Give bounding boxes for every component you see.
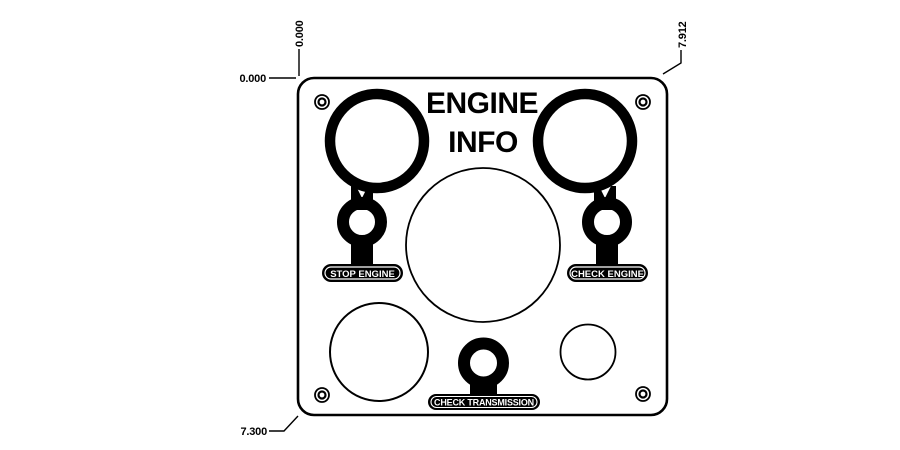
screw-inner-ring — [317, 390, 327, 400]
check-transmission-lamp-ring — [458, 337, 509, 389]
check-transmission-label-text: CHECK TRANSMISSION — [434, 398, 534, 408]
check-transmission-label-border — [430, 395, 538, 409]
check-engine-indicator — [582, 186, 632, 266]
stop-engine-lamp-ring — [337, 197, 387, 247]
dimension-panel-height: 7.300 — [240, 426, 267, 438]
dimension-annotations — [269, 49, 682, 432]
bottom-left-cutout — [329, 302, 429, 402]
center-gauge-cutout — [405, 167, 561, 323]
bottom-right-cutout — [559, 323, 617, 381]
screw-hole-top-left — [314, 94, 330, 110]
gauge-bezel-left — [324, 88, 430, 194]
screw-outer-ring — [314, 94, 330, 110]
screw-hole-top-right — [635, 94, 651, 110]
dimension-panel-width: 7.912 — [677, 21, 689, 48]
dimension-leader-panel-height — [269, 415, 299, 432]
check-engine-label-text: CHECK ENGINE — [571, 269, 644, 280]
screw-inner-ring — [638, 97, 648, 107]
screw-outer-ring — [635, 386, 651, 402]
dimension-leader-panel-width — [662, 50, 682, 75]
check-transmission-indicator — [458, 337, 509, 396]
stop-engine-label-text: STOP ENGINE — [330, 269, 395, 280]
dimension-origin-horizontal: 0.000 — [239, 73, 266, 85]
gauge-bezel-right — [532, 88, 638, 194]
screw-outer-ring — [635, 94, 651, 110]
check-transmission-label: CHECK TRANSMISSION — [428, 394, 540, 410]
check-engine-lamp-ring — [582, 197, 632, 247]
panel-title-line1: ENGINE — [426, 87, 538, 120]
check-engine-label-border — [569, 266, 646, 280]
dimension-origin-vertical: 0.000 — [294, 20, 306, 47]
screw-hole-bottom-left — [314, 387, 330, 403]
screw-hole-bottom-right — [635, 386, 651, 402]
check-engine-label-plate — [567, 264, 648, 282]
stop-engine-label-border — [324, 266, 401, 280]
check-transmission-label-plate — [428, 394, 540, 410]
stop-engine-label-plate — [322, 264, 403, 282]
screw-inner-ring — [317, 97, 327, 107]
panel-title-line2: INFO — [448, 126, 518, 159]
screw-outer-ring — [314, 387, 330, 403]
check-engine-label: CHECK ENGINE — [567, 264, 648, 282]
screw-inner-ring — [638, 389, 648, 399]
stop-engine-label: STOP ENGINE — [322, 264, 403, 282]
